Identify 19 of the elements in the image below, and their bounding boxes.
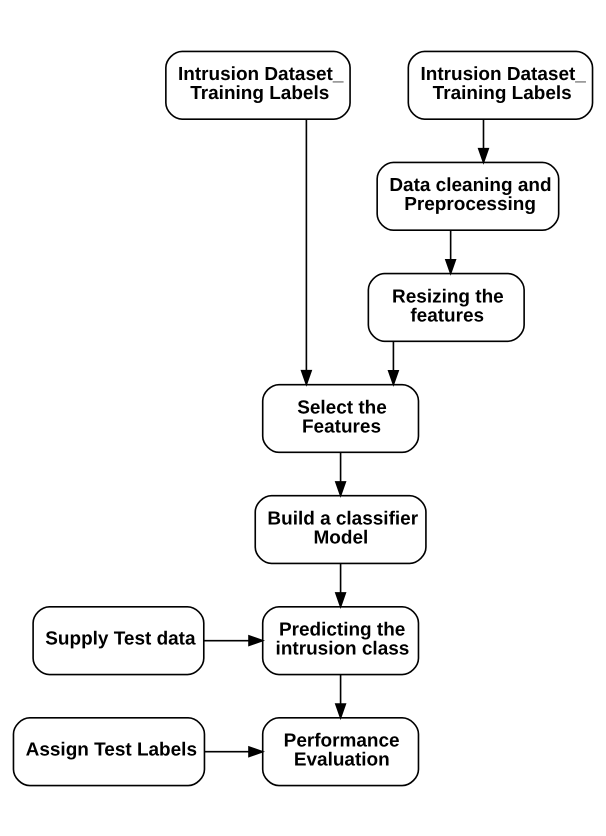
arrow [204,745,265,758]
arrow [334,674,346,720]
node-box: Assign Test Labels [12,716,206,786]
node-box: Predicting the intrusion class [262,605,420,675]
arrow [444,230,457,276]
node-box: Supply Test data [32,605,205,675]
node-box: Select the Features [262,383,420,453]
node-box: Performance Evaluation [262,716,420,786]
arrow [300,119,312,386]
node-box: Resizing the features [368,272,525,342]
arrow [478,118,490,164]
node-box: Build a classifier Model [254,494,427,564]
node-box: Intrusion Dataset_ Training Labels [165,50,351,120]
arrow [334,452,346,498]
node-box: Data cleaning and Preprocessing [376,161,560,231]
arrow [204,634,266,646]
arrow [388,340,400,386]
node-box: Intrusion Dataset_ Training Labels [408,50,594,120]
arrow [334,563,346,608]
